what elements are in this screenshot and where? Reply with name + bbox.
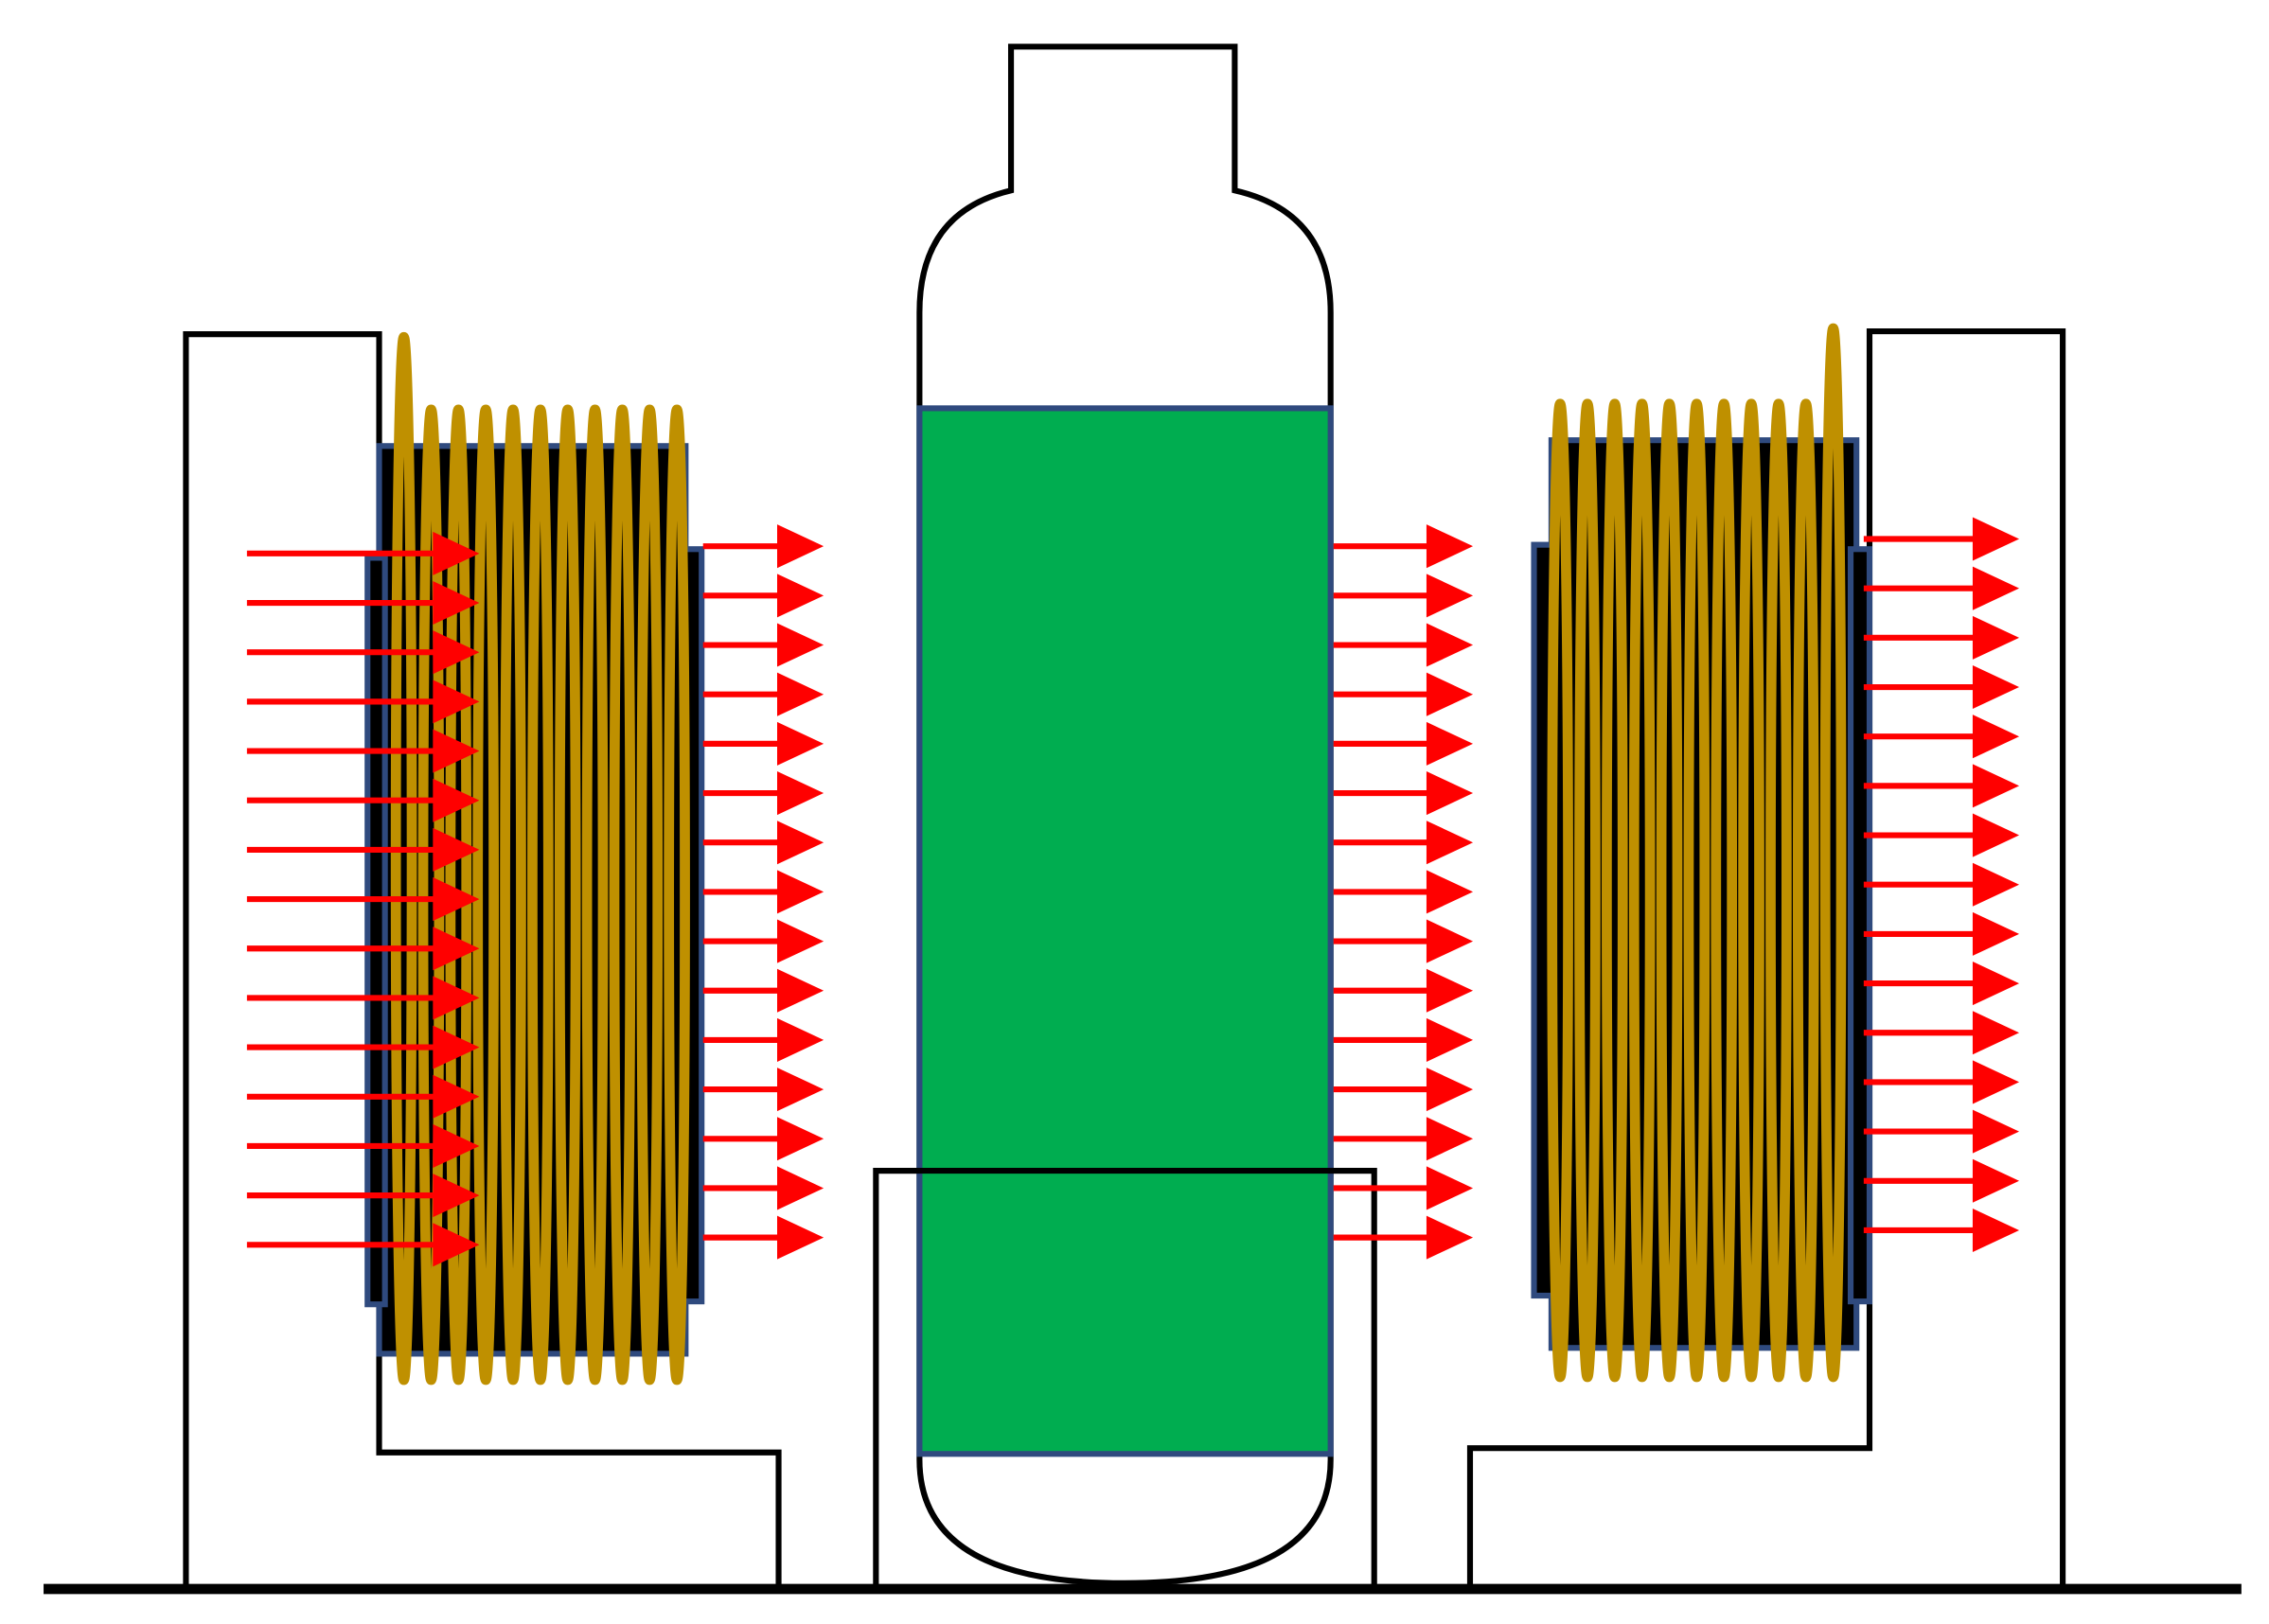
left-incoming-arrow-head bbox=[433, 1123, 480, 1168]
center-outgoing-arrow-head bbox=[1426, 524, 1474, 569]
right-outgoing-arrow-head bbox=[1972, 665, 2020, 710]
right-outgoing-arrow-head bbox=[1972, 813, 2020, 857]
left-outgoing-arrow-head bbox=[776, 1215, 824, 1260]
left-coil-turn bbox=[636, 404, 664, 1386]
right-outgoing-arrow-head bbox=[1972, 962, 2020, 1006]
left-incoming-arrow-head bbox=[433, 976, 480, 1020]
right-coil-turn bbox=[1574, 398, 1601, 1383]
left-coil-turn bbox=[609, 404, 636, 1386]
center-outgoing-arrow-head bbox=[1426, 1166, 1474, 1210]
center-outgoing-arrow-head bbox=[1426, 574, 1474, 618]
right-coil-windings bbox=[1547, 323, 1847, 1383]
center-outgoing-arrow-head bbox=[1426, 672, 1474, 716]
left-outgoing-arrow-head bbox=[776, 524, 824, 569]
right-outgoing-arrow-head bbox=[1972, 1158, 2020, 1203]
left-incoming-arrow-head bbox=[433, 778, 480, 822]
left-incoming-arrow-head bbox=[433, 581, 480, 626]
left-outgoing-arrow-head bbox=[776, 1166, 824, 1210]
left-incoming-arrow-head bbox=[433, 630, 480, 675]
left-coil-turn bbox=[664, 404, 690, 1386]
right-coil-turn bbox=[1602, 398, 1628, 1383]
right-coil-turn bbox=[1765, 398, 1792, 1383]
right-coil-turn bbox=[1683, 398, 1711, 1383]
left-inner-plate bbox=[364, 555, 388, 1308]
left-outgoing-arrow-head bbox=[776, 968, 824, 1013]
center-outgoing-arrows bbox=[1333, 524, 1474, 1260]
left-outgoing-arrow-head bbox=[776, 771, 824, 816]
right-outgoing-arrow-head bbox=[1972, 517, 2020, 561]
right-outgoing-arrow-head bbox=[1972, 615, 2020, 660]
center-outgoing-arrow-head bbox=[1426, 1117, 1474, 1161]
right-outgoing-arrow-head bbox=[1972, 911, 2020, 956]
left-outgoing-arrow-head bbox=[776, 870, 824, 914]
right-coil-turn bbox=[1738, 398, 1764, 1383]
left-coil-turn bbox=[390, 331, 417, 1386]
center-outgoing-arrow-head bbox=[1426, 771, 1474, 816]
right-coil-turn bbox=[1547, 398, 1573, 1383]
left-incoming-arrow-head bbox=[433, 531, 480, 575]
right-outer-plate bbox=[1847, 546, 1873, 1305]
left-outgoing-arrow-head bbox=[776, 623, 824, 667]
right-outgoing-arrow-head bbox=[1972, 566, 2020, 610]
left-outgoing-arrow-head bbox=[776, 672, 824, 716]
center-outgoing-arrow-head bbox=[1426, 870, 1474, 914]
right-coil-turn bbox=[1819, 323, 1847, 1383]
left-coil-turn bbox=[581, 404, 609, 1386]
left-coil-turn bbox=[500, 404, 526, 1386]
left-coil-turn bbox=[527, 404, 554, 1386]
right-outgoing-arrow-head bbox=[1972, 1208, 2020, 1252]
left-incoming-arrow-head bbox=[433, 827, 480, 872]
center-outgoing-arrow-head bbox=[1426, 1017, 1474, 1062]
center-outgoing-arrow-head bbox=[1426, 968, 1474, 1013]
right-coil-turn bbox=[1792, 398, 1819, 1383]
left-incoming-arrows bbox=[246, 531, 480, 1267]
left-outgoing-arrow-head bbox=[776, 1117, 824, 1161]
right-coil-turn bbox=[1711, 398, 1738, 1383]
left-incoming-arrow-head bbox=[433, 1223, 480, 1267]
center-outgoing-arrow-head bbox=[1426, 1215, 1474, 1260]
center-outgoing-arrow-head bbox=[1426, 623, 1474, 667]
right-coil-turn bbox=[1628, 398, 1656, 1383]
left-outgoing-arrow-head bbox=[776, 721, 824, 766]
right-outgoing-arrow-head bbox=[1972, 862, 2020, 907]
left-incoming-arrow-head bbox=[433, 877, 480, 922]
left-outgoing-arrows bbox=[702, 524, 824, 1260]
center-outgoing-arrow-head bbox=[1426, 721, 1474, 766]
right-outgoing-arrow-head bbox=[1972, 1011, 2020, 1055]
left-outgoing-arrow-head bbox=[776, 821, 824, 865]
vessel-fluid bbox=[916, 405, 1334, 1457]
left-outgoing-arrow-head bbox=[776, 574, 824, 618]
center-outgoing-arrow-head bbox=[1426, 1068, 1474, 1112]
left-outgoing-arrow-head bbox=[776, 1068, 824, 1112]
left-incoming-arrow-head bbox=[433, 729, 480, 773]
right-outgoing-arrow-head bbox=[1972, 715, 2020, 759]
left-incoming-arrow-head bbox=[433, 1025, 480, 1069]
left-incoming-arrow-head bbox=[433, 927, 480, 971]
left-outgoing-arrow-head bbox=[776, 1017, 824, 1062]
left-coil-turn bbox=[554, 404, 581, 1386]
center-outgoing-arrow-head bbox=[1426, 821, 1474, 865]
right-outgoing-arrow-head bbox=[1972, 1109, 2020, 1154]
left-outgoing-arrow-head bbox=[776, 919, 824, 963]
right-outgoing-arrow-head bbox=[1972, 1060, 2020, 1104]
right-outgoing-arrow-head bbox=[1972, 764, 2020, 808]
left-incoming-arrow-head bbox=[433, 1074, 480, 1119]
left-incoming-arrow-head bbox=[433, 1174, 480, 1218]
left-incoming-arrow-head bbox=[433, 680, 480, 724]
center-outgoing-arrow-head bbox=[1426, 919, 1474, 963]
right-outgoing-arrows bbox=[1863, 517, 2020, 1252]
right-coil-turn bbox=[1656, 398, 1683, 1383]
left-coil-turn bbox=[472, 404, 499, 1386]
